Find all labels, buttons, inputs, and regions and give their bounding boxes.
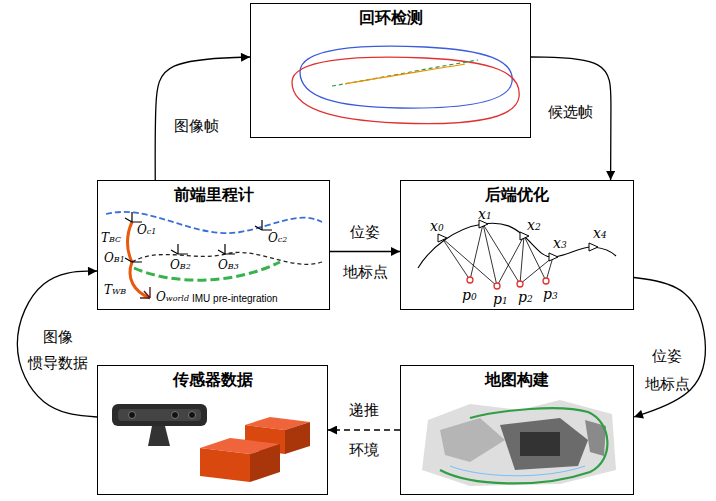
frame-axes	[125, 212, 142, 222]
camera-body	[112, 404, 207, 426]
process-box: 后端优化	[400, 180, 634, 310]
process-box: 回环检测	[250, 3, 531, 138]
landmark-dot	[543, 278, 549, 284]
figure-label: x3	[553, 236, 567, 251]
pose-triangle	[438, 234, 447, 242]
process-box: 前端里程计	[97, 180, 330, 310]
trajectory-blue	[300, 46, 512, 108]
box-title: 回环检测	[251, 8, 530, 28]
edge-label: 递推 环境	[349, 390, 379, 470]
camera-lens	[189, 412, 196, 419]
edge-label: 图像帧	[174, 116, 219, 136]
flow-arrow	[17, 271, 97, 417]
box-title: 传感器数据	[98, 370, 327, 390]
point-cloud	[500, 418, 588, 470]
figure-label: Oworld	[156, 291, 189, 304]
flow-arrow	[330, 251, 400, 252]
transform-wb	[130, 262, 150, 298]
pose-triangle	[589, 243, 598, 251]
frame-axes	[140, 287, 150, 298]
figure-label: p1	[493, 292, 508, 307]
box-title: 后端优化	[401, 185, 633, 205]
figure-label: Oc1	[137, 224, 156, 237]
figure-label: IMU pre-integration	[192, 293, 278, 304]
process-box: 地图构建	[400, 365, 634, 495]
figure-label: x0	[430, 219, 444, 234]
point-cloud	[422, 400, 616, 486]
imu-preintegration-path	[134, 262, 280, 280]
constraint-lines	[442, 224, 553, 286]
imu-box-front	[200, 448, 250, 482]
figure-label: TWB	[104, 284, 126, 297]
imu-box-side	[250, 444, 280, 482]
camera-lens	[129, 412, 136, 419]
frame-axes	[125, 258, 142, 262]
edge-label: 图像 惯导数据	[28, 324, 88, 376]
landmark-dot	[517, 281, 523, 287]
pose-triangle	[549, 253, 558, 261]
figure-label: p0	[462, 288, 477, 303]
figure-label: x4	[593, 226, 607, 241]
trajectory-red	[292, 57, 519, 123]
point-cloud	[520, 432, 560, 456]
flow-arrow	[155, 57, 250, 180]
figure-label: x1	[478, 207, 492, 222]
figure-label: p2	[518, 290, 533, 305]
box-title: 前端里程计	[98, 185, 329, 205]
box-title: 地图构建	[401, 370, 633, 390]
edge-label: 位姿 地标点	[645, 342, 690, 398]
camera-stand	[148, 426, 170, 446]
frame-axes	[218, 244, 235, 254]
point-cloud	[440, 418, 505, 462]
figure-label: Oc2	[268, 232, 287, 245]
figure-label: TBC	[101, 232, 121, 245]
map-trajectory	[450, 466, 585, 476]
figure-label: OB3	[218, 259, 239, 272]
flow-arrow	[328, 429, 400, 430]
figure-label: OB2	[170, 259, 191, 272]
figure-label: p3	[543, 287, 558, 302]
figure-label: x2	[527, 218, 541, 233]
figure-label: OB1	[104, 252, 125, 265]
frame-axes	[255, 220, 272, 230]
map-trajectory	[440, 408, 607, 483]
camera-face	[118, 409, 201, 421]
trajectory-orange	[345, 64, 465, 84]
edge-label: 候选帧	[548, 102, 593, 122]
flow-arrow	[531, 57, 611, 180]
pose-curve	[418, 223, 616, 268]
landmark-dot	[467, 277, 473, 283]
camera-lens	[172, 412, 179, 419]
transform-bc	[128, 222, 133, 262]
frame-axes	[171, 244, 188, 254]
trajectory-green	[332, 60, 478, 86]
flow-arrow	[634, 278, 705, 418]
imu-box-side	[285, 422, 310, 454]
edge-label: 位姿 地标点	[343, 212, 388, 292]
process-box: 传感器数据	[97, 365, 328, 495]
pose-triangle	[520, 232, 529, 240]
landmark-dot	[494, 283, 500, 289]
